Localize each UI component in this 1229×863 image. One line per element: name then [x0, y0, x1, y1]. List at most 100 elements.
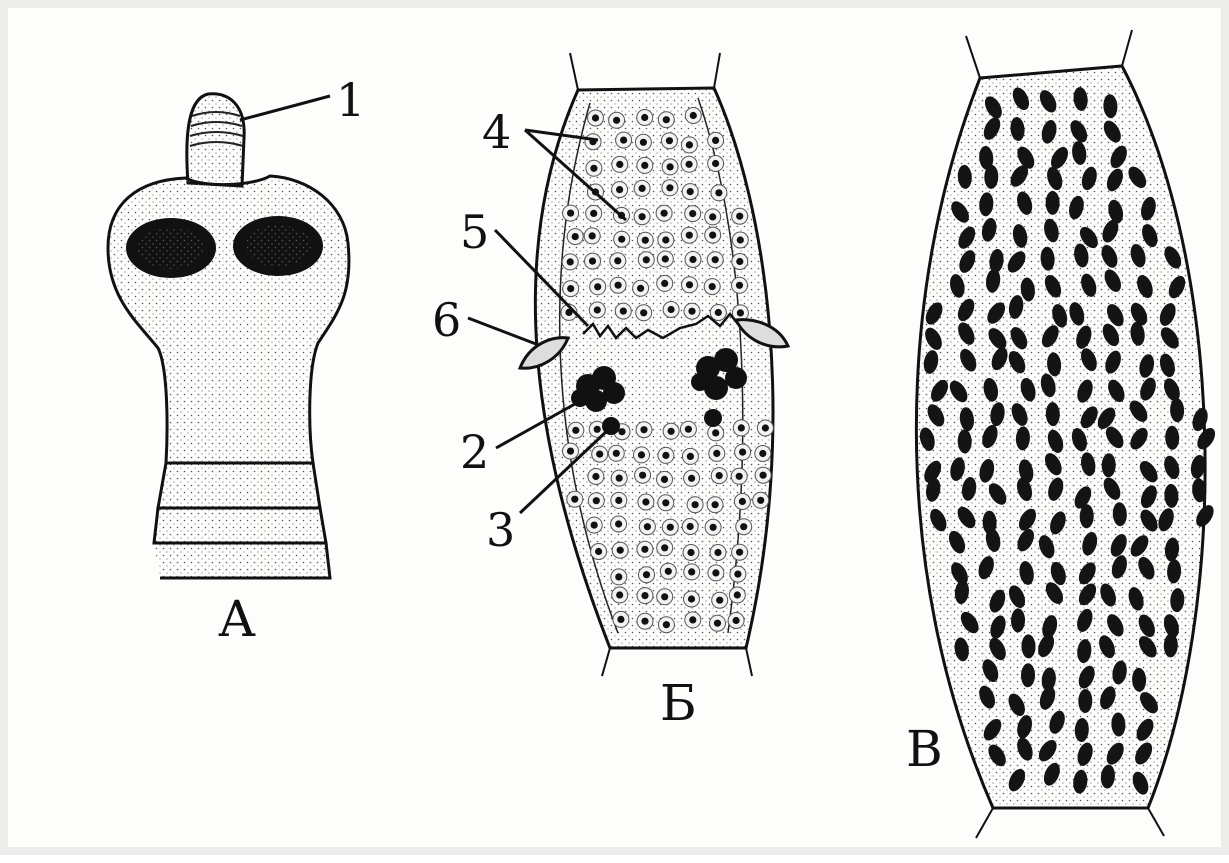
testis-nucleus: [736, 213, 743, 220]
testis-nucleus: [641, 114, 648, 121]
testis-nucleus: [737, 309, 744, 316]
scolex-head: [108, 176, 349, 463]
testis-nucleus: [596, 451, 603, 458]
testis-nucleus: [690, 112, 697, 119]
label-6: 6: [432, 293, 461, 347]
testis-nucleus: [616, 591, 623, 598]
testis-nucleus: [572, 427, 579, 434]
testis-nucleus: [642, 498, 649, 505]
testis-nucleus: [620, 137, 627, 144]
testis-nucleus: [667, 163, 674, 170]
testis-nucleus: [740, 523, 747, 530]
testis-nucleus: [688, 308, 695, 315]
egg: [1046, 191, 1060, 215]
testis-nucleus: [714, 549, 721, 556]
testis-nucleus: [665, 568, 672, 575]
caption-c: В: [906, 720, 943, 778]
testis-nucleus: [663, 116, 670, 123]
testis-nucleus: [739, 449, 746, 456]
testis-nucleus: [736, 473, 743, 480]
testis-nucleus: [663, 621, 670, 628]
testis-nucleus: [615, 282, 622, 289]
testis-nucleus: [641, 546, 648, 553]
testis-nucleus: [760, 472, 767, 479]
testis-nucleus: [661, 476, 668, 483]
testis-nucleus: [641, 618, 648, 625]
testis-nucleus: [668, 306, 675, 313]
caption-a: А: [218, 590, 256, 648]
panel-a-scolex: 1 А: [108, 73, 365, 648]
testis-nucleus: [666, 137, 673, 144]
testis-nucleus: [668, 428, 675, 435]
testis-nucleus: [643, 256, 650, 263]
testis-nucleus: [689, 256, 696, 263]
rostellum: [187, 94, 244, 186]
testis-nucleus: [736, 282, 743, 289]
testis-nucleus: [739, 498, 746, 505]
testis-nucleus: [687, 523, 694, 530]
testis-nucleus: [692, 501, 699, 508]
testis-nucleus: [641, 592, 648, 599]
testis-nucleus: [589, 258, 596, 265]
testis-nucleus: [620, 308, 627, 315]
testis-nucleus: [662, 255, 669, 262]
testis-nucleus: [643, 571, 650, 578]
label-1: 1: [336, 73, 365, 127]
testis-nucleus: [567, 285, 574, 292]
sucker-left: [126, 218, 216, 278]
panel-c-proglottid: В: [906, 30, 1219, 838]
vitelline-right: [704, 409, 722, 427]
testis-nucleus: [709, 213, 716, 220]
testis-nucleus: [712, 160, 719, 167]
testis-nucleus: [662, 236, 669, 243]
testis-nucleus: [757, 497, 764, 504]
testis-nucleus: [616, 186, 623, 193]
testis-nucleus: [567, 210, 574, 217]
testis-nucleus: [567, 258, 574, 265]
strobila-segments: [154, 463, 330, 578]
testis-nucleus: [712, 256, 719, 263]
sucker-right: [233, 216, 323, 276]
testis-nucleus: [662, 452, 669, 459]
testis-nucleus: [687, 549, 694, 556]
testis-nucleus: [689, 210, 696, 217]
testis-nucleus: [638, 451, 645, 458]
testis-nucleus: [595, 548, 602, 555]
testis-nucleus: [688, 568, 695, 575]
testis-nucleus: [715, 189, 722, 196]
testis-nucleus: [662, 499, 669, 506]
testis-nucleus: [712, 569, 719, 576]
testis-nucleus: [618, 236, 625, 243]
testis-nucleus: [734, 571, 741, 578]
testis-nucleus: [689, 616, 696, 623]
testis-nucleus: [594, 426, 601, 433]
testis-nucleus: [640, 139, 647, 146]
testis-nucleus: [688, 475, 695, 482]
testis-nucleus: [571, 496, 578, 503]
testis-nucleus: [590, 210, 597, 217]
testis-nucleus: [639, 185, 646, 192]
testis-nucleus: [733, 617, 740, 624]
testis-nucleus: [686, 161, 693, 168]
testis-nucleus: [759, 450, 766, 457]
testis-nucleus: [686, 232, 693, 239]
testis-nucleus: [738, 424, 745, 431]
testis-nucleus: [637, 285, 644, 292]
caption-b: Б: [660, 674, 697, 732]
testis-nucleus: [613, 117, 620, 124]
panel-b-proglottid: 4 5 6 2 3 Б: [432, 53, 788, 732]
testis-nucleus: [737, 236, 744, 243]
testis-nucleus: [709, 283, 716, 290]
testis-nucleus: [716, 597, 723, 604]
figure-svg: 1 А: [8, 8, 1229, 863]
testis-nucleus: [709, 232, 716, 239]
testis-nucleus: [592, 114, 599, 121]
testis-nucleus: [686, 141, 693, 148]
testis-nucleus: [593, 497, 600, 504]
pointer-1: [240, 96, 330, 120]
testis-nucleus: [618, 428, 625, 435]
testis-nucleus: [592, 473, 599, 480]
testis-nucleus: [685, 426, 692, 433]
testis-nucleus: [590, 165, 597, 172]
